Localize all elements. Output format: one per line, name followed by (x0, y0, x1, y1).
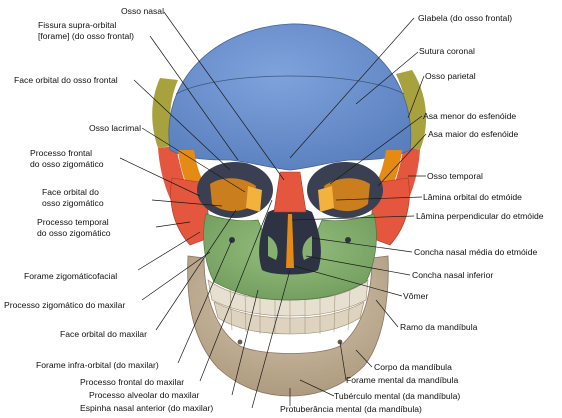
label-osso-nasal: Osso nasal (121, 6, 164, 16)
label-fissura-forame: [forame] (do osso frontal) (38, 31, 134, 41)
label-processo-temporal-zigomatico-1: Processo temporal (37, 217, 109, 227)
label-concha-nasal-inferior: Concha nasal inferior (412, 270, 493, 280)
label-face-orbital-zigomatico-2: osso zigomático (42, 198, 104, 208)
label-processo-temporal-zigomatico-2: do osso zigomático (37, 228, 111, 238)
nasal-septum (286, 214, 294, 268)
label-fissura-supra-orbital: Fissura supra-orbital (38, 20, 116, 30)
parietal-left (152, 78, 178, 148)
label-concha-nasal-media: Concha nasal média do etmóide (414, 247, 537, 257)
label-face-orbital-maxilar: Face orbital do maxilar (60, 329, 147, 339)
label-face-orbital-zigomatico-1: Face orbital do (42, 187, 99, 197)
orbit-right-inner (324, 178, 370, 212)
label-forame-zigomaticofacial: Forame zigomáticofacial (24, 271, 117, 281)
orbit-left-inner (210, 178, 256, 212)
label-processo-alveolar-maxilar: Processo alveolar do maxilar (89, 390, 199, 400)
label-protuberancia-mental: Protuberância mental (da mandíbula) (280, 404, 422, 414)
ethmoid-right (318, 186, 334, 212)
label-glabela: Glabela (do osso frontal) (418, 13, 512, 23)
label-sutura-coronal: Sutura coronal (419, 46, 475, 56)
label-osso-lacrimal: Osso lacrimal (89, 123, 141, 133)
label-lamina-orbital-etmoide: Lâmina orbital do etmóide (423, 192, 522, 202)
leader-lines-left (119, 11, 291, 409)
label-asa-menor-esfenoide: Asa menor do esfenóide (423, 111, 516, 121)
lower-teeth (213, 301, 365, 335)
label-espinha-nasal-anterior: Espinha nasal anterior (do maxilar) (80, 403, 213, 413)
label-processo-frontal-zigomatico-2: do osso zigomático (30, 159, 104, 169)
label-processo-zigomatico-maxilar: Processo zigomático do maxilar (4, 300, 125, 310)
coronal-suture (175, 75, 405, 95)
label-lamina-perpendicular-etmoide: Lâmina perpendicular do etmóide (416, 211, 544, 221)
mandible (187, 255, 389, 397)
label-forame-infra-orbital: Forame infra-orbital (do maxilar) (36, 360, 159, 370)
label-corpo-mandibula: Corpo da mandíbula (374, 362, 452, 372)
label-forame-mental: Forame mental da mandíbula (346, 375, 458, 385)
label-face-orbital-frontal: Face orbital do osso frontal (14, 75, 118, 85)
ethmoid-left (246, 186, 262, 212)
frontal-bone (168, 23, 412, 171)
label-ramo-mandibula: Ramo da mandíbula (400, 322, 478, 332)
leader-lines-right (289, 17, 427, 406)
label-vomer: Vômer (403, 291, 428, 301)
nasal-bones (273, 171, 307, 213)
label-asa-maior-esfenoide: Asa maior do esfenóide (428, 129, 519, 139)
concha-right (302, 236, 312, 260)
label-osso-parietal: Osso parietal (425, 71, 476, 81)
label-processo-frontal-zigomatico-1: Processo frontal (30, 148, 92, 158)
label-tuberculo-mental: Tubérculo mental (da mandíbula) (334, 391, 460, 401)
concha-left (268, 236, 278, 260)
label-osso-temporal: Osso temporal (427, 171, 483, 181)
label-processo-frontal-maxilar: Processo frontal do maxilar (80, 377, 184, 387)
